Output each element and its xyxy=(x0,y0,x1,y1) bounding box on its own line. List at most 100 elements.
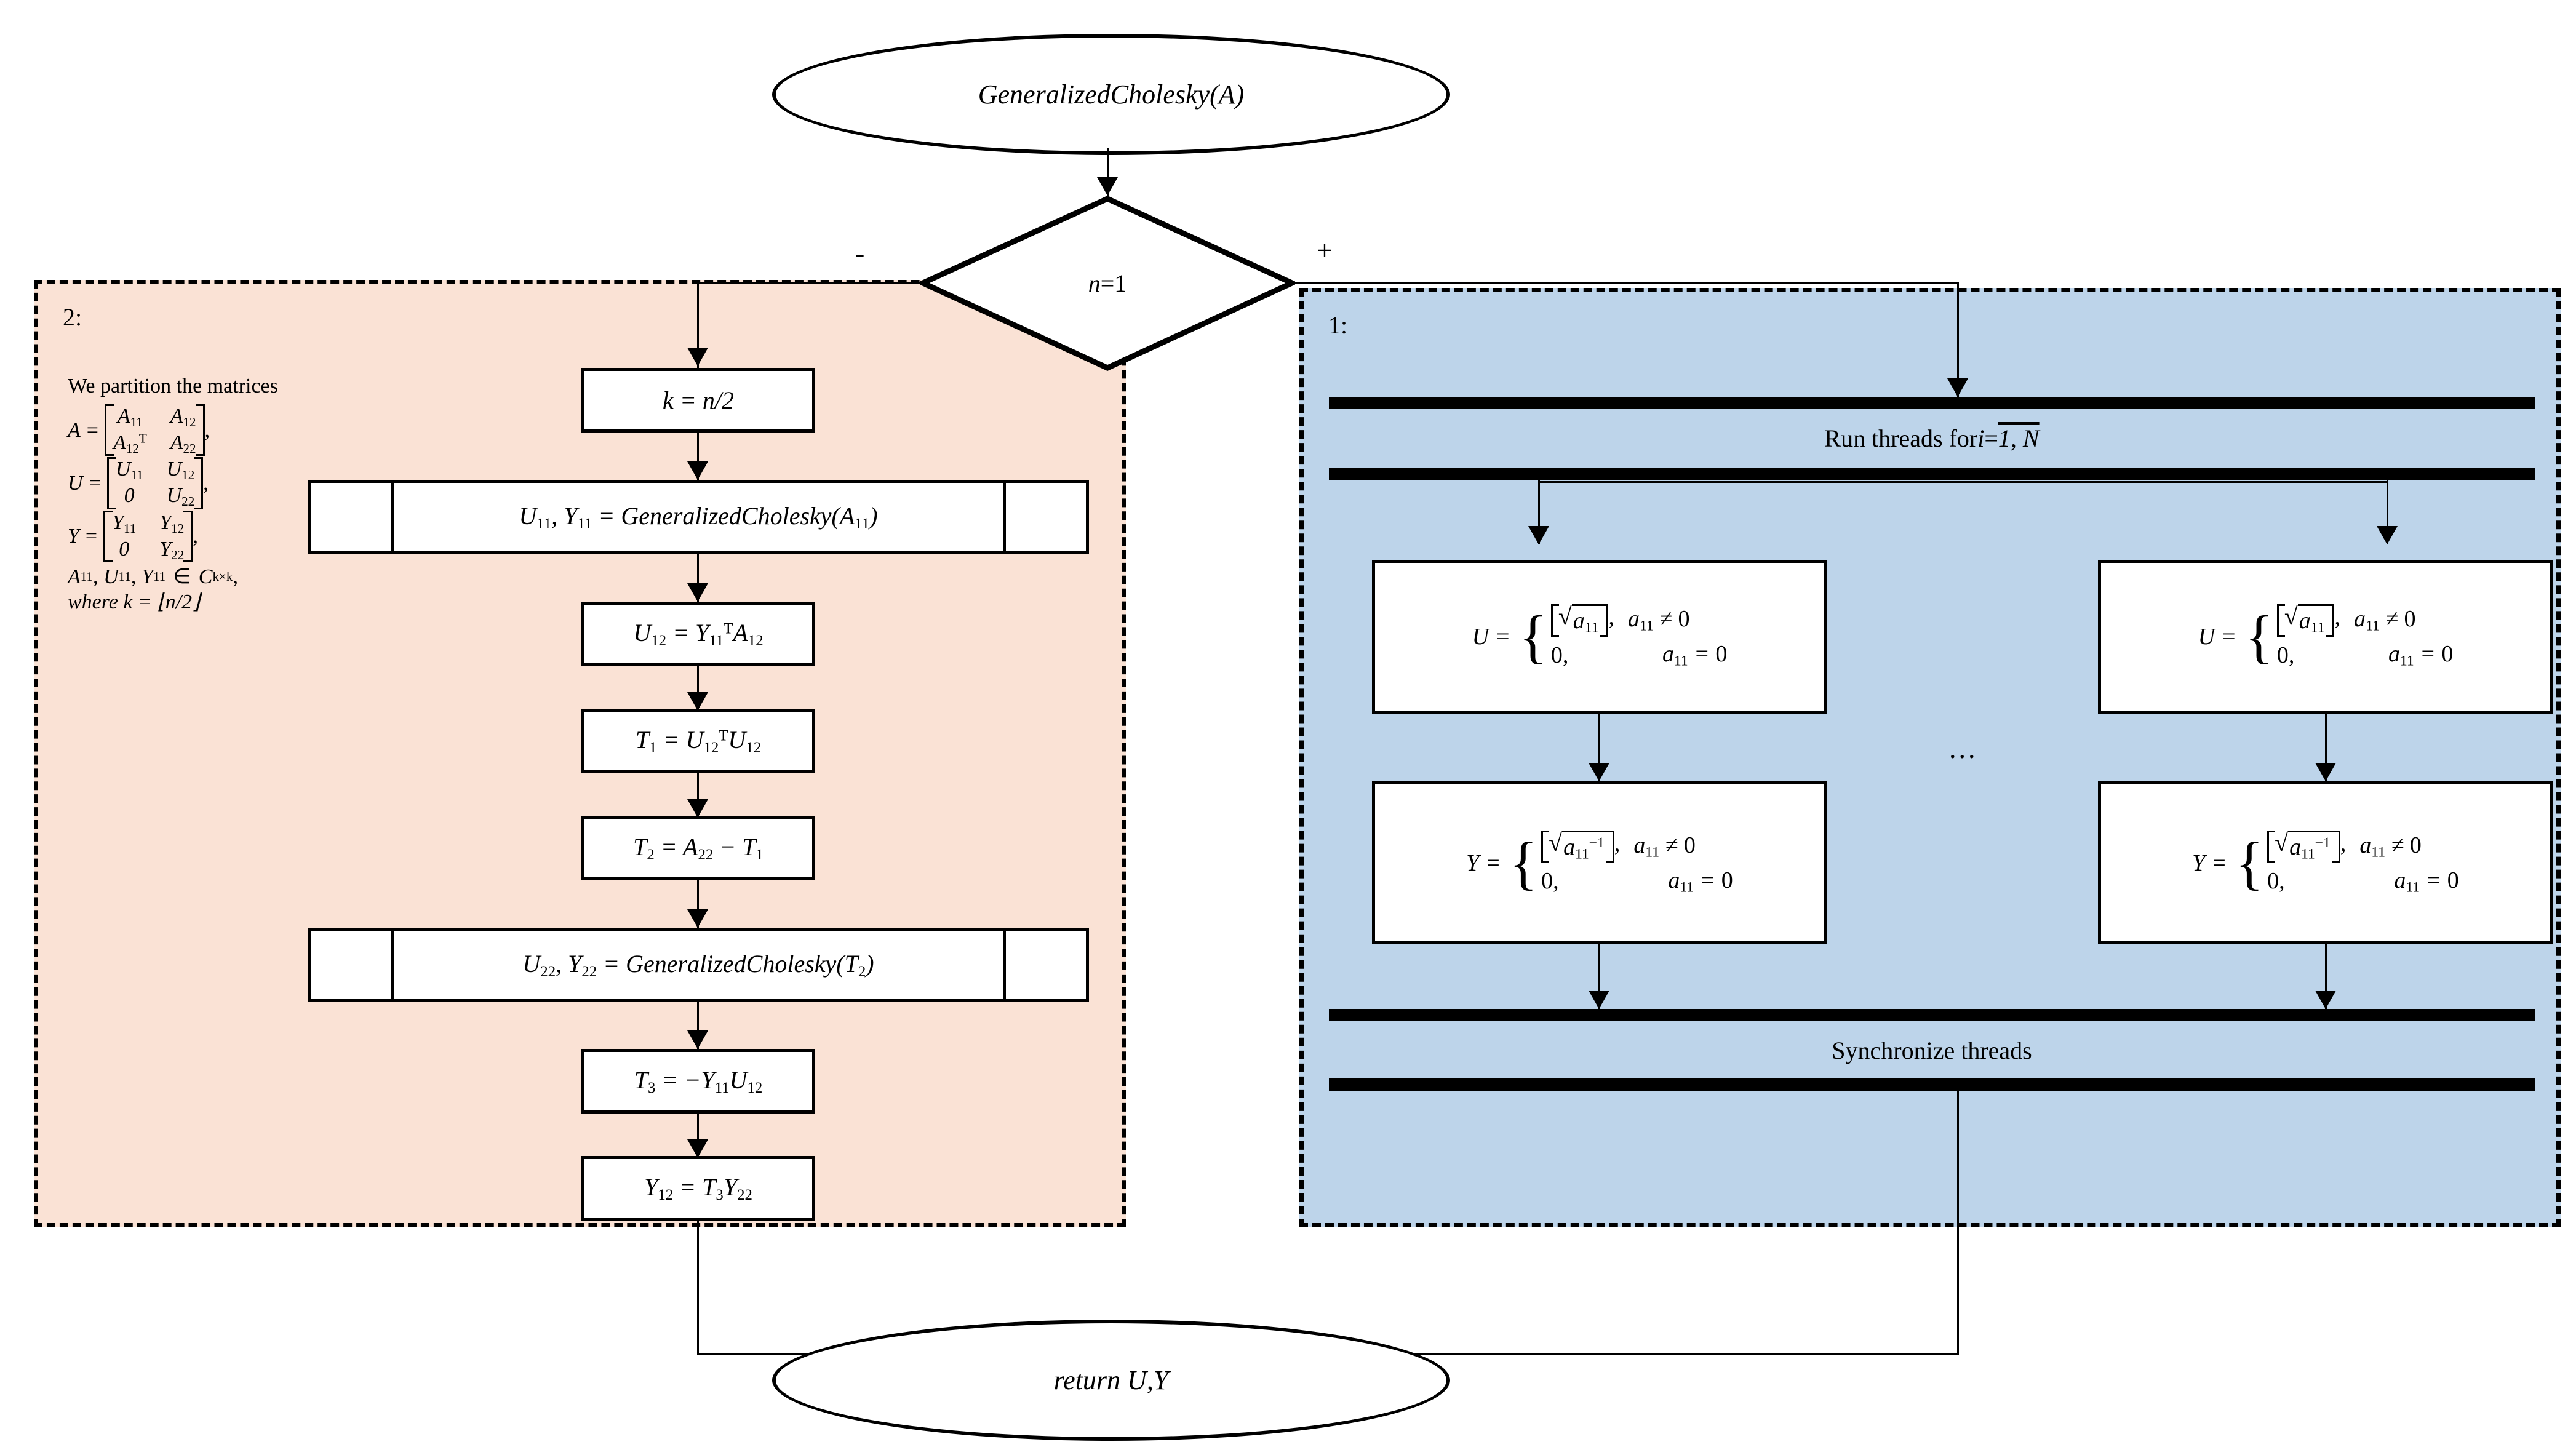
step-t2-assign: T2 = A22 − T1 xyxy=(581,816,815,880)
arrowhead-decision-to-fork xyxy=(1947,378,1968,397)
matrix-Y-label: Y xyxy=(68,525,79,548)
thread-last-Y-formula: Y = { √a11−1, a11 ≠ 0 0, a11 = 0 xyxy=(2192,828,2459,896)
decision-label: n=1 xyxy=(920,196,1295,371)
step-recurse-a11: U11, Y11 = GeneralizedCholesky(A11) xyxy=(308,480,1089,554)
join-band-label: Synchronize threads xyxy=(1329,1026,2535,1074)
branch-label-positive: + xyxy=(1317,234,1333,266)
step-k-assign: k = n/2 xyxy=(581,368,815,433)
connector-thread2-U-to-Y xyxy=(2325,714,2327,783)
arrowhead-t3-to-y12 xyxy=(687,1139,708,1158)
step-recurse-t2-label: U22, Y22 = GeneralizedCholesky(T2) xyxy=(522,949,874,980)
start-terminator-label: GeneralizedCholesky(A) xyxy=(978,79,1245,110)
connector-fork-to-thread1-U xyxy=(1538,480,1540,544)
arrowhead-thread2-Y-to-join xyxy=(2315,991,2336,1009)
panel-left-tag: 2: xyxy=(63,303,82,331)
matrix-U-label: U xyxy=(68,471,83,495)
connector-thread1-Y-to-join xyxy=(1598,944,1600,1009)
connector-decision-right-down xyxy=(1957,282,1959,398)
thread-first-Y-box: Y = { √a11−1, a11 ≠ 0 0, a11 = 0 xyxy=(1372,781,1827,944)
step-recurse-t2: U22, Y22 = GeneralizedCholesky(T2) xyxy=(308,928,1089,1002)
step-t2-assign-label: T2 = A22 − T1 xyxy=(633,833,764,863)
arrowhead-thread1-Y-to-join xyxy=(1589,991,1609,1009)
panel-recursive-branch: 2: xyxy=(34,280,1126,1227)
step-t1-assign-label: T1 = U12TU12 xyxy=(635,726,762,756)
arrowhead-thread1-U-to-Y xyxy=(1589,763,1609,781)
membership-exponent: k×k xyxy=(212,569,233,584)
join-bar-bottom xyxy=(1329,1078,2535,1091)
fork-band-label: Run threads for i = 1, N xyxy=(1329,413,2535,463)
panel-parallel-base-case: 1: xyxy=(1299,288,2561,1227)
arrowhead-fork-to-thread2-U xyxy=(2377,526,2398,544)
connector-decision-left-down xyxy=(697,282,699,368)
connector-thread2-Y-to-join xyxy=(2325,944,2327,1009)
fork-bar xyxy=(1329,397,2535,409)
arrowhead-u12-to-t1 xyxy=(687,692,708,711)
arrowhead-recurse2-to-t3 xyxy=(687,1030,708,1049)
fork-band-var: i xyxy=(1977,424,1985,452)
thread-first-Y-formula: Y = { √a11−1, a11 ≠ 0 0, a11 = 0 xyxy=(1466,828,1733,896)
partition-explanation-line1: We partition the matrices xyxy=(68,375,278,397)
subroutine-right-rule-2 xyxy=(1003,931,1086,999)
connector-recurse2-to-t3 xyxy=(697,1002,699,1050)
thread-first-U-formula: U = { √a11, a11 ≠ 0 0, a11 = 0 xyxy=(1472,602,1728,670)
arrowhead-thread2-U-to-Y xyxy=(2315,763,2336,781)
return-terminator: return U,Y xyxy=(772,1320,1450,1441)
fork-band-range: 1, N xyxy=(1998,424,2040,452)
thread-last-U-formula: U = { √a11, a11 ≠ 0 0, a11 = 0 xyxy=(2198,602,2454,670)
join-band-text: Synchronize threads xyxy=(1832,1036,2032,1064)
fork-band-eq: = xyxy=(1984,424,1998,452)
arrowhead-fork-to-thread1-U xyxy=(1528,526,1549,544)
arrowhead-t2-to-recurse2 xyxy=(687,909,708,928)
connector-left-branch-to-merge xyxy=(697,1221,699,1355)
thread-first-U-box: U = { √a11, a11 ≠ 0 0, a11 = 0 xyxy=(1372,560,1827,714)
subroutine-right-rule xyxy=(1003,483,1086,551)
decision-node: n=1 xyxy=(920,196,1295,371)
arrowhead-recurse1-to-u12 xyxy=(687,583,708,602)
thread-spread-line xyxy=(1538,481,2387,483)
connector-k-to-recurse1 xyxy=(697,433,699,480)
return-terminator-label: return U,Y xyxy=(1053,1365,1169,1395)
subroutine-left-rule-2 xyxy=(311,931,394,999)
connector-right-branch-to-merge xyxy=(1957,1091,1959,1355)
step-u12-assign-label: U12 = Y11TA12 xyxy=(633,619,764,649)
arrowhead-k-to-recurse1 xyxy=(687,461,708,480)
step-recurse-a11-label: U11, Y11 = GeneralizedCholesky(A11) xyxy=(519,501,878,532)
thread-last-U-box: U = { √a11, a11 ≠ 0 0, a11 = 0 xyxy=(2098,560,2553,714)
connector-thread1-U-to-Y xyxy=(1598,714,1600,783)
connector-t3-to-y12 xyxy=(697,1114,699,1158)
arrowhead-decision-to-k xyxy=(687,348,708,366)
matrix-A-label: A xyxy=(68,418,81,442)
start-terminator: GeneralizedCholesky(A) xyxy=(772,34,1450,155)
connector-fork-to-thread2-U xyxy=(2387,480,2388,544)
branch-label-negative: - xyxy=(855,237,865,269)
step-y12-assign: Y12 = T3Y22 xyxy=(581,1156,815,1221)
step-t3-assign-label: T3 = −Y11U12 xyxy=(634,1066,763,1096)
fork-band-prefix: Run threads for xyxy=(1824,424,1978,452)
subroutine-left-rule xyxy=(311,483,394,551)
connector-start-to-decision xyxy=(1107,148,1109,197)
arrowhead-start-to-decision xyxy=(1097,177,1118,196)
connector-u12-to-t1 xyxy=(697,666,699,711)
fork-bar-bottom xyxy=(1329,468,2535,480)
step-t3-assign: T3 = −Y11U12 xyxy=(581,1049,815,1114)
connector-decision-left xyxy=(697,282,925,284)
threads-ellipsis: ... xyxy=(1949,733,1978,764)
connector-decision-right xyxy=(1290,282,1959,284)
step-u12-assign: U12 = Y11TA12 xyxy=(581,602,815,666)
connector-t2-to-recurse2 xyxy=(697,880,699,928)
step-y12-assign-label: Y12 = T3Y22 xyxy=(644,1173,752,1203)
step-t1-assign: T1 = U12TU12 xyxy=(581,709,815,773)
join-bar-top xyxy=(1329,1009,2535,1021)
step-k-assign-label: k = n/2 xyxy=(663,386,734,414)
connector-t1-to-t2 xyxy=(697,773,699,818)
thread-last-Y-box: Y = { √a11−1, a11 ≠ 0 0, a11 = 0 xyxy=(2098,781,2553,944)
where-statement: where k = ⌊n/2⌋ xyxy=(68,590,201,613)
connector-recurse1-to-u12 xyxy=(697,554,699,603)
arrowhead-t1-to-t2 xyxy=(687,799,708,818)
